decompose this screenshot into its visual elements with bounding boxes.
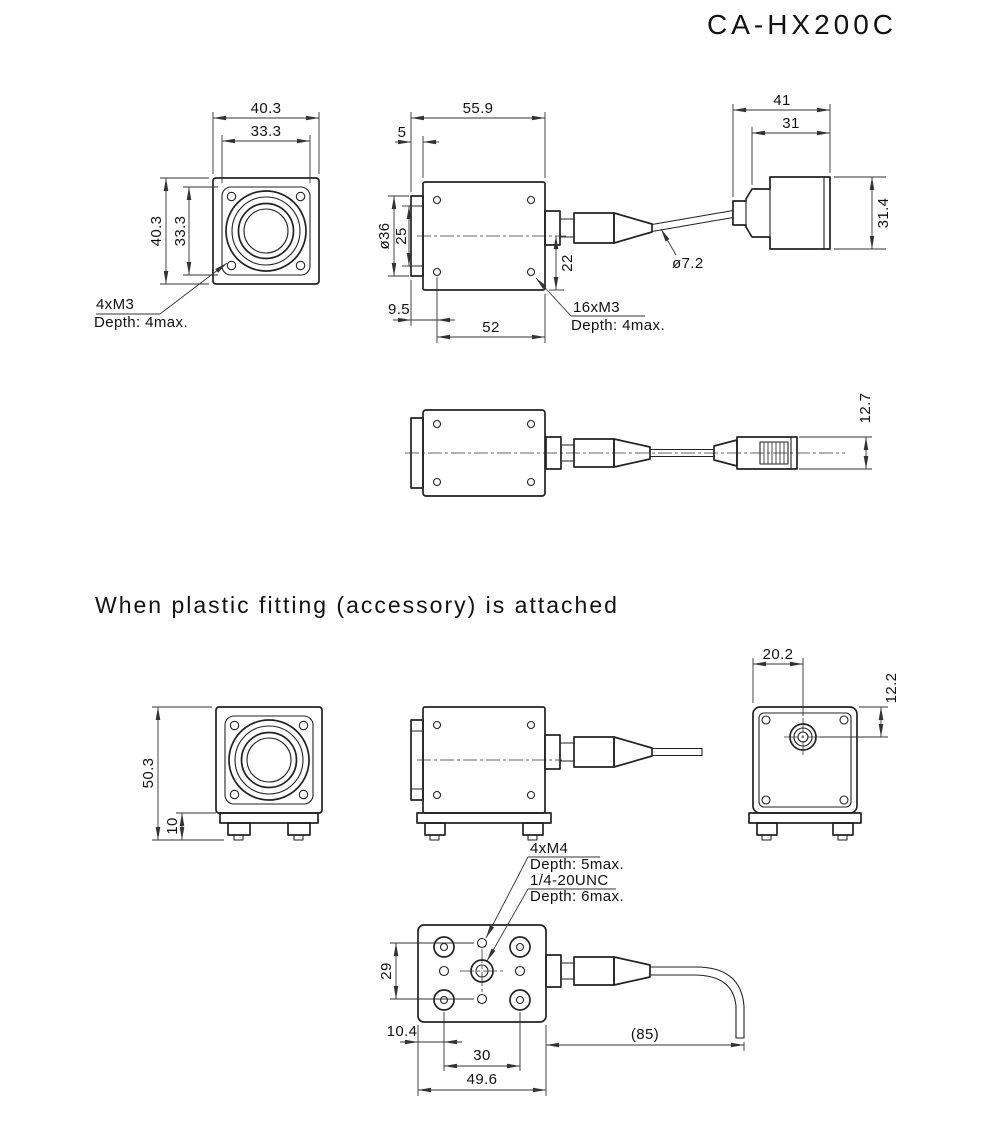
- dim-front-width-outer: 40.3: [251, 100, 282, 117]
- section-subtitle: When plastic fitting (accessory) is atta…: [95, 592, 619, 618]
- dim-side-body-depth: 52: [482, 319, 500, 336]
- drawing-title: CA-HX200C: [707, 9, 897, 40]
- dim-side-depth-total: 55.9: [463, 100, 494, 117]
- dim-side-lens-dia: ø36: [376, 222, 393, 249]
- dim-rear-offset-y: 12.2: [883, 673, 900, 704]
- dim-front-width-inner: 33.3: [251, 123, 282, 140]
- bottom-note-4: Depth: 6max.: [530, 888, 624, 905]
- front-screw-note-2: Depth: 4max.: [94, 314, 188, 331]
- dim-top-connector-height: 12.7: [857, 393, 874, 424]
- dim-bottom-hole-pitch: 30: [473, 1047, 491, 1064]
- dim-side-connector-offset: 22: [559, 254, 576, 272]
- side-screw-note-2: Depth: 4max.: [571, 317, 665, 334]
- dim-fitting-height: 10: [164, 817, 181, 835]
- dim-bottom-width: 49.6: [467, 1071, 498, 1088]
- dim-rear-offset-x: 20.2: [763, 646, 794, 663]
- dim-side-lens-opening: 25: [393, 227, 410, 245]
- dim-side-flange: 5: [398, 124, 407, 141]
- cable-diameter-note: ø7.2: [672, 255, 704, 272]
- dim-bottom-hole-span: 29: [378, 962, 395, 980]
- front-screw-note-1: 4xM3: [96, 296, 134, 313]
- bottom-note-1: 4xM4: [530, 840, 568, 857]
- dim-front-height-inner: 33.3: [172, 216, 189, 247]
- top-view: 12.7: [405, 393, 874, 497]
- rear-view: 20.2 12.2: [748, 646, 900, 841]
- front-view: 40.3 33.3 40.3 33.3 4xM3 Depth: 4max.: [94, 100, 320, 331]
- dim-side-hole-offset: 9.5: [388, 301, 410, 318]
- dim-connector-width-outer: 41: [773, 92, 791, 109]
- fitting-side-view: [410, 706, 703, 841]
- bottom-note-3: 1/4-20UNC: [530, 872, 609, 889]
- dim-bottom-edge-offset: 10.4: [387, 1023, 418, 1040]
- dim-fitting-height-total: 50.3: [140, 758, 157, 789]
- bottom-view: 4xM4 Depth: 5max. 1/4-20UNC Depth: 6max.…: [378, 840, 745, 1096]
- dim-connector-width-inner: 31: [782, 115, 800, 132]
- fitting-front-view: 50.3 10: [140, 706, 323, 841]
- bottom-note-2: Depth: 5max.: [530, 856, 624, 873]
- side-screw-note-1: 16xM3: [573, 299, 620, 316]
- dim-connector-height: 31.4: [875, 198, 892, 229]
- dim-front-height-outer: 40.3: [148, 216, 165, 247]
- side-view: 55.9 5 ø36 25 9.5 52 22 16xM3 Depth: 4ma…: [376, 92, 892, 343]
- dim-bottom-cable-length: (85): [631, 1026, 659, 1043]
